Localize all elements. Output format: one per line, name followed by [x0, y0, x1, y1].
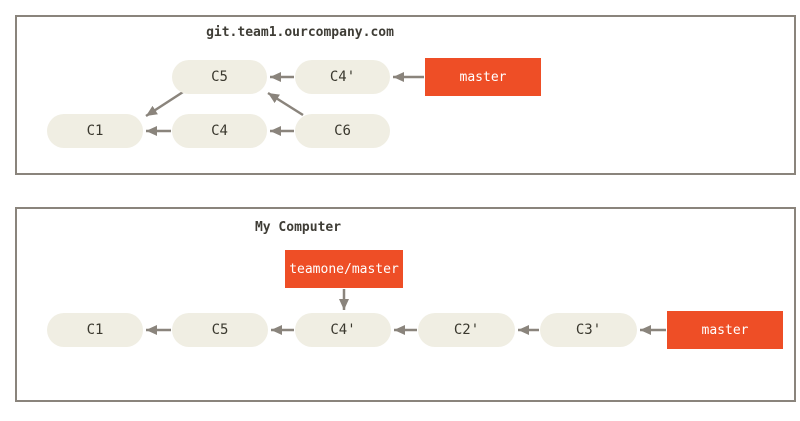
branch-label: master: [667, 311, 783, 349]
commit-node: C4': [295, 313, 391, 347]
panel-title: My Computer: [254, 220, 342, 235]
commit-node: C6: [295, 114, 390, 148]
branch-label: teamone/master: [285, 250, 403, 288]
commit-node: C1: [47, 313, 143, 347]
panel-title: git.team1.ourcompany.com: [206, 25, 394, 40]
panel-2: [15, 207, 796, 402]
commit-node: C5: [172, 313, 268, 347]
commit-node: C5: [172, 60, 267, 94]
panel-1: [15, 15, 796, 175]
branch-label: master: [425, 58, 541, 96]
commit-node: C2': [418, 313, 515, 347]
commit-node: C4': [295, 60, 390, 94]
commit-node: C4: [172, 114, 267, 148]
commit-node: C3': [540, 313, 637, 347]
commit-node: C1: [47, 114, 143, 148]
